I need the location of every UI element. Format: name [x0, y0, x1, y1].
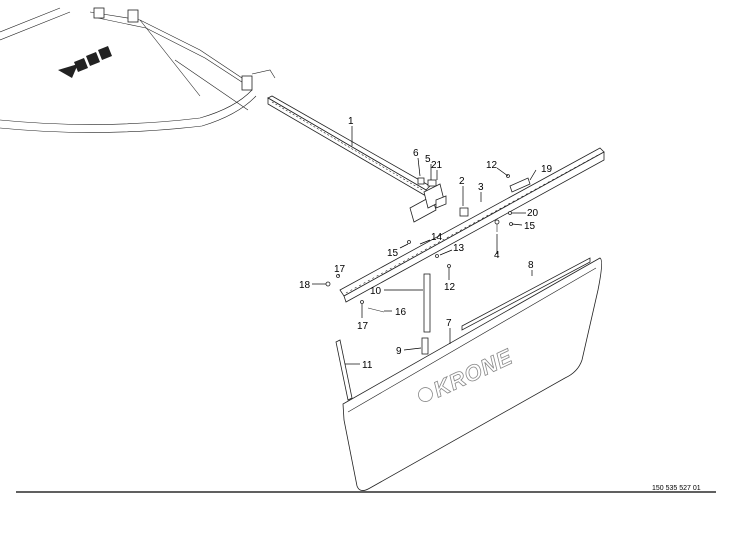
part-11-rod: [335, 339, 353, 401]
part-10-bar: [423, 273, 431, 333]
part-8-strip: [461, 257, 591, 331]
callout-16: 16: [395, 307, 407, 318]
bracket-assembly: [409, 177, 447, 223]
callout-1: 1: [348, 116, 354, 127]
callout-5: 5: [425, 154, 431, 165]
part-7-panel: [342, 257, 602, 491]
callout-6: 6: [413, 148, 419, 159]
part-16-bolt: [367, 307, 385, 313]
callout-20: 20: [527, 208, 539, 219]
callout-9: 9: [396, 346, 402, 357]
callout-18: 18: [299, 280, 311, 291]
leader-lines: [312, 126, 537, 365]
callout-11: 11: [362, 360, 373, 371]
part-13-screw: [435, 254, 439, 258]
part-12-screw-2: [447, 264, 451, 268]
part-1-rail: [267, 95, 431, 197]
callout-10: 10: [370, 286, 382, 297]
part-17-washer-2: [360, 300, 364, 304]
part-3-mount-bar: [339, 147, 605, 303]
callout-21: 21: [431, 160, 443, 171]
callout-17-upper: 17: [334, 264, 346, 275]
callout-4: 4: [494, 250, 500, 261]
part-20-screw: [508, 211, 512, 215]
callout-2: 2: [459, 176, 465, 187]
callout-7: 7: [446, 318, 452, 329]
callout-14: 14: [431, 232, 443, 243]
callout-17-lower: 17: [357, 321, 369, 332]
part-2-block: [459, 207, 469, 217]
part-19-clip: [509, 177, 531, 193]
callout-15-right: 15: [524, 221, 536, 232]
part-18-nut: [325, 281, 331, 287]
part-9-plate: [421, 337, 429, 355]
machine-frame-outline: [0, 7, 276, 133]
callout-12-upper: 12: [486, 160, 498, 171]
callout-8: 8: [528, 260, 534, 271]
callout-12-lower: 12: [444, 282, 456, 293]
callout-19: 19: [541, 164, 553, 175]
callout-3: 3: [478, 182, 484, 193]
callout-labels: 1 2 3 4 5 6 7 8 9 10 11 12 12 13 14 15 1…: [299, 116, 553, 371]
part-15-screw: [407, 240, 411, 244]
callout-13: 13: [453, 243, 465, 254]
drawing-number: 150 535 527 01: [652, 485, 701, 492]
callout-15-left: 15: [387, 248, 399, 259]
travel-direction-arrow: [58, 46, 112, 78]
